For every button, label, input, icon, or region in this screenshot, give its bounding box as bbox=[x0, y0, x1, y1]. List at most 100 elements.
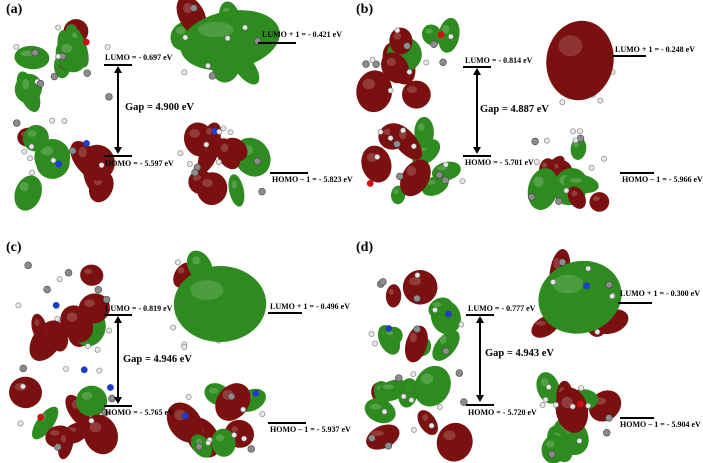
lobe-highlight bbox=[208, 387, 219, 394]
hydrogen-atom bbox=[54, 315, 61, 322]
hydrogen-atom bbox=[569, 403, 576, 410]
hydrogen-atom bbox=[609, 293, 616, 300]
positive-lobe bbox=[432, 330, 460, 361]
positive-lobe bbox=[14, 45, 50, 70]
negative-lobe bbox=[361, 145, 392, 183]
hydrogen-atom bbox=[408, 397, 415, 404]
carbon-atom bbox=[253, 157, 262, 166]
carbon-atom bbox=[548, 450, 556, 459]
carbon-atom bbox=[43, 285, 51, 294]
lobe-highlight bbox=[177, 266, 185, 274]
lobe-highlight bbox=[49, 429, 60, 436]
hydrogen-atom bbox=[27, 155, 33, 162]
level-lumo-plus-1 bbox=[612, 55, 646, 57]
orbital-homo bbox=[361, 116, 466, 205]
hydrogen-atom bbox=[585, 265, 592, 272]
hydrogen-atom bbox=[20, 383, 26, 390]
carbon-atom bbox=[195, 442, 203, 451]
panel-a: (a) LUMO + 1 = - 0.421 eV LUMO = - 0.697… bbox=[0, 0, 353, 231]
carbon-atom bbox=[24, 261, 32, 270]
negative-lobe bbox=[555, 387, 589, 433]
orbital-lumo-plus-1 bbox=[531, 249, 629, 338]
carbon-atom bbox=[460, 398, 468, 406]
hydrogen-atom bbox=[576, 437, 583, 444]
lobe-highlight bbox=[61, 43, 73, 53]
carbon-atom bbox=[413, 325, 421, 333]
panel-label: (a) bbox=[6, 2, 23, 17]
positive-lobe bbox=[541, 434, 567, 463]
negative-lobe bbox=[356, 70, 393, 113]
hydrogen-atom bbox=[406, 69, 413, 75]
negative-lobe bbox=[196, 172, 228, 206]
lobe-highlight bbox=[541, 162, 548, 168]
lobe-highlight bbox=[569, 178, 583, 183]
arrowhead-down bbox=[476, 395, 484, 402]
lobe-highlight bbox=[190, 280, 224, 300]
hydrogen-atom bbox=[104, 44, 111, 50]
diffuse-lobe bbox=[180, 10, 280, 71]
homo-minus-1-energy: HOMO – 1 = - 5.904 eV bbox=[620, 420, 701, 429]
nitrogen-atom bbox=[252, 389, 260, 397]
level-homo bbox=[104, 155, 132, 157]
lobe-highlight bbox=[81, 391, 93, 400]
level-homo-minus-1 bbox=[270, 172, 308, 174]
lobe-highlight bbox=[183, 2, 193, 14]
hydrogen-atom bbox=[570, 128, 576, 135]
positive-lobe bbox=[414, 116, 434, 149]
positive-lobe bbox=[55, 36, 88, 73]
hydrogen-atom bbox=[387, 135, 394, 142]
hydrogen-atom bbox=[220, 125, 227, 132]
carbon-atom bbox=[558, 258, 567, 266]
hydrogen-atom bbox=[588, 164, 595, 171]
orbital-lumo-plus-1 bbox=[170, 0, 280, 85]
hydrogen-atom bbox=[381, 408, 388, 415]
negative-lobe bbox=[57, 429, 74, 460]
lobe-highlight bbox=[27, 130, 37, 137]
arrowhead-down bbox=[114, 147, 122, 154]
hydrogen-atom bbox=[410, 143, 417, 150]
lobe-highlight bbox=[34, 319, 40, 326]
nitrogen-atom bbox=[52, 301, 60, 309]
hydrogen-atom bbox=[387, 87, 394, 94]
lobe-highlight bbox=[175, 26, 186, 35]
hydrogen-atom bbox=[428, 422, 435, 429]
hydrogen-atom bbox=[49, 117, 56, 124]
gap-value: Gap = 4.900 eV bbox=[125, 102, 194, 113]
gap-value: Gap = 4.943 eV bbox=[485, 348, 554, 359]
hydrogen-atom bbox=[368, 331, 375, 337]
nitrogen-atom bbox=[444, 310, 452, 318]
hydrogen-atom bbox=[436, 404, 443, 410]
carbon-atom bbox=[105, 93, 113, 101]
nitrogen-atom bbox=[55, 160, 63, 168]
lobe-highlight bbox=[422, 414, 429, 422]
hydrogen-atom bbox=[98, 162, 105, 169]
level-homo bbox=[463, 155, 491, 157]
carbon-atom bbox=[227, 392, 236, 401]
hydrogen-atom bbox=[231, 432, 238, 438]
nitrogen-atom bbox=[385, 325, 393, 332]
lobe-highlight bbox=[442, 24, 450, 34]
panel-c: (c) LUMO + 1 = - 0.496 eV LUMO = - 0.819… bbox=[0, 232, 351, 463]
lobe-highlight bbox=[215, 434, 225, 442]
lobe-highlight bbox=[592, 196, 600, 201]
positive-lobe bbox=[228, 174, 245, 207]
carbon-atom bbox=[362, 60, 370, 68]
homo-minus-1-energy: HOMO – 1 = - 5.966 eV bbox=[622, 175, 703, 184]
hydrogen-atom bbox=[240, 406, 247, 413]
hydrogen-atom bbox=[377, 128, 384, 135]
lobe-highlight bbox=[66, 312, 78, 322]
arrowhead-down bbox=[473, 147, 481, 154]
gap-arrow bbox=[114, 316, 122, 404]
orbital-lumo-plus-1 bbox=[170, 250, 267, 350]
level-homo-minus-1 bbox=[620, 172, 654, 174]
panel-label: (d) bbox=[356, 240, 374, 255]
orbital-lumo bbox=[13, 19, 113, 113]
hydrogen-atom bbox=[414, 272, 421, 279]
orbital-lumo bbox=[15, 261, 113, 361]
lobe-highlight bbox=[407, 86, 418, 94]
hydrogen-atom bbox=[224, 35, 231, 42]
hydrogen-atom bbox=[563, 187, 570, 194]
orbital-homo-minus-1 bbox=[166, 383, 266, 458]
hydrogen-atom bbox=[259, 411, 266, 417]
negative-lobe bbox=[404, 325, 428, 363]
